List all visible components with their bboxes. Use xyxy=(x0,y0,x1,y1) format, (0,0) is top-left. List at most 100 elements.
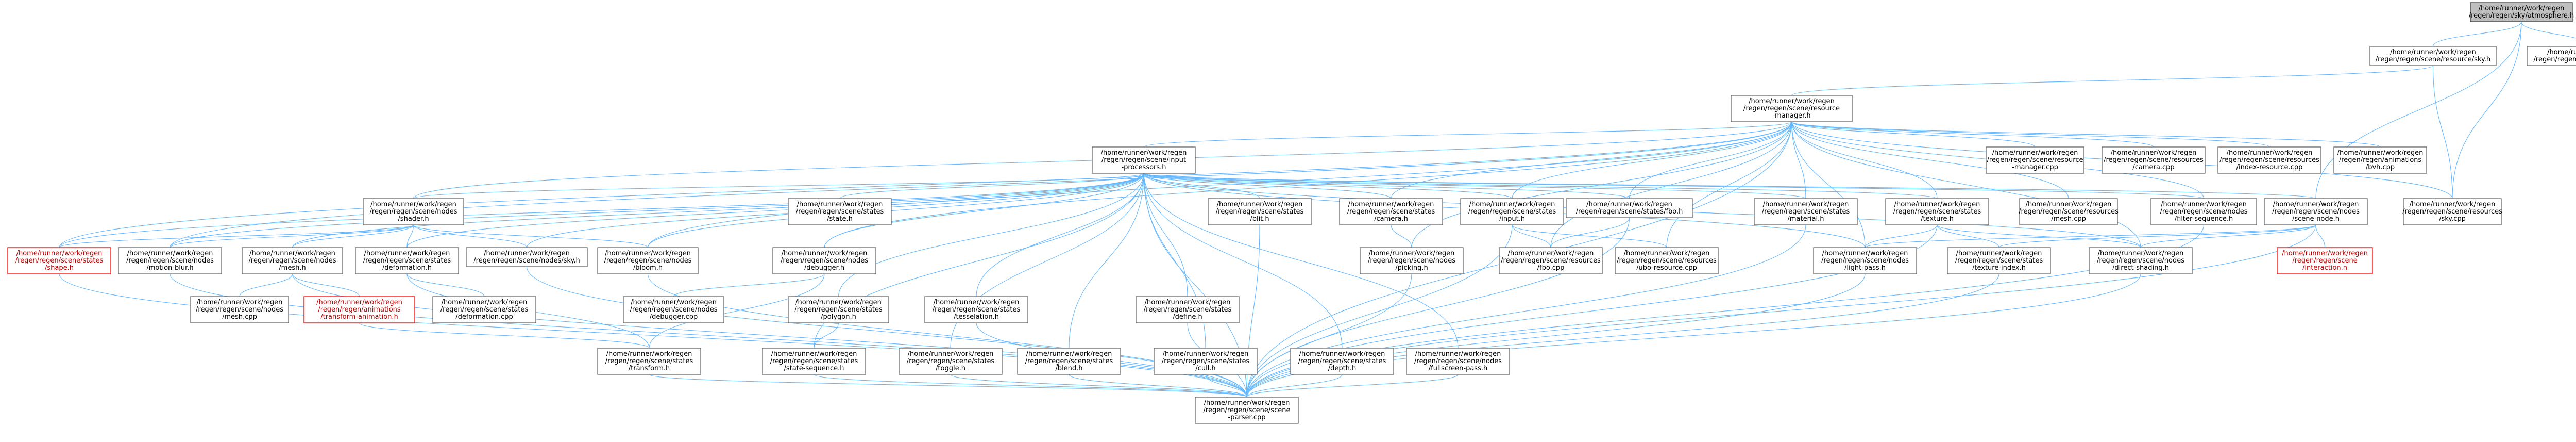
include-edge-ip_h-to-deform_h xyxy=(406,173,1144,248)
file-node-sky-h[interactable]: /home/runner/work/regen/regen/regen/scen… xyxy=(2369,46,2497,66)
file-node-label-line: /regen/regen/sky/atmosphere.h xyxy=(2469,12,2574,20)
file-node-debugger-h[interactable]: /home/runner/work/regen/regen/regen/scen… xyxy=(772,247,876,274)
include-edge-fbo_h-to-fbo_cpp xyxy=(1550,217,1630,248)
file-node-direct-h[interactable]: /home/runner/work/regen/regen/regen/scen… xyxy=(2089,247,2193,274)
file-node-debugger-cpp[interactable]: /home/runner/work/regen/regen/regen/scen… xyxy=(623,296,724,323)
file-node-ip-h[interactable]: /home/runner/work/regen/regen/regen/scen… xyxy=(1092,146,1196,174)
file-node-filter-h[interactable]: /home/runner/work/regen/regen/regen/scen… xyxy=(2150,198,2257,225)
file-node-rm-h[interactable]: /home/runner/work/regen/regen/regen/scen… xyxy=(1731,95,1853,122)
file-node-label-line: /home/runner/work/regen xyxy=(127,250,213,257)
include-edge-mesh_h-to-meshnode_cpp xyxy=(239,273,293,297)
file-node-fbo-cpp[interactable]: /home/runner/work/regen/regen/regen/scen… xyxy=(1499,247,1603,274)
file-node-st-state-h[interactable]: /home/runner/work/regen/regen/regen/scen… xyxy=(788,198,892,225)
file-node-idx-cpp[interactable]: /home/runner/work/regen/regen/regen/scen… xyxy=(2217,146,2321,174)
file-node-skynode-h[interactable]: /home/runner/work/regen/regen/regen/scen… xyxy=(466,247,588,267)
include-edge-ip_h-to-texture_h xyxy=(1143,173,1938,199)
file-node-label-line: /home/runner/work/regen xyxy=(249,250,335,257)
file-node-box xyxy=(242,247,343,274)
file-node-toggle-h[interactable]: /home/runner/work/regen/regen/regen/scen… xyxy=(899,348,1003,375)
file-node-label-line: /material.h xyxy=(1787,215,1824,223)
file-node-label-line: /regen/regen/scene/nodes xyxy=(1368,257,1455,265)
file-node-deform-cpp[interactable]: /home/runner/work/regen/regen/regen/scen… xyxy=(432,296,536,323)
include-edge-ip_h-to-input_h xyxy=(1143,173,1513,199)
file-node-label-line: /home/runner/work/regen xyxy=(1469,201,1555,208)
file-node-blit-h[interactable]: /home/runner/work/regen/regen/regen/scen… xyxy=(1208,198,1312,225)
file-node-cull-h[interactable]: /home/runner/work/regen/regen/regen/scen… xyxy=(1154,348,1258,375)
file-node-label-line: /direct-shading.h xyxy=(2112,264,2169,272)
file-node-shape-h[interactable]: /home/runner/work/regen/regen/regen/scen… xyxy=(7,247,111,274)
file-node-picking-h[interactable]: /home/runner/work/regen/regen/regen/scen… xyxy=(1360,247,1464,274)
file-node-atmo-cpp[interactable]: /home/runner/work/regen/regen/regen/sky/… xyxy=(2527,46,2576,66)
include-edge-polygon_h-to-stateseq_h xyxy=(814,322,839,349)
file-node-label-line: /regen/regen/scene/states xyxy=(794,306,883,314)
file-node-fullscreen-h[interactable]: /home/runner/work/regen/regen/regen/scen… xyxy=(1406,348,1510,375)
file-node-rm-cpp[interactable]: /home/runner/work/regen/regen/regen/scen… xyxy=(1986,146,2084,174)
include-edge-rm_h-to-motionblur_h xyxy=(170,121,1792,248)
file-node-parser-cpp[interactable]: /home/runner/work/regen/regen/regen/scen… xyxy=(1195,397,1299,424)
include-edge-rm_h-to-bloom_h xyxy=(647,121,1792,248)
file-node-mesh-h[interactable]: /home/runner/work/regen/regen/regen/scen… xyxy=(242,247,343,274)
file-node-bvh-cpp[interactable]: /home/runner/work/regen/regen/regen/anim… xyxy=(2333,146,2427,174)
file-node-label-line: /state.h xyxy=(827,215,853,223)
file-node-box xyxy=(899,348,1003,375)
file-node-box xyxy=(303,296,415,323)
file-node-material-h[interactable]: /home/runner/work/regen/regen/regen/scen… xyxy=(1754,198,1858,225)
file-node-box xyxy=(1092,146,1196,174)
include-edge-camera_h-to-picking_h xyxy=(1391,224,1412,248)
file-node-label-line: -manager.cpp xyxy=(2012,163,2058,171)
file-node-stateseq-h[interactable]: /home/runner/work/regen/regen/regen/scen… xyxy=(762,348,866,375)
file-node-label-line: /blend.h xyxy=(1055,365,1082,372)
include-edge-ip_h-to-filter_h xyxy=(1143,173,2205,199)
include-edge-ip_h-to-shape_h xyxy=(59,173,1144,248)
file-node-label-line: /home/runner/work/regen xyxy=(1586,201,1672,208)
file-node-bloom-h[interactable]: /home/runner/work/regen/regen/regen/scen… xyxy=(597,247,699,274)
file-node-define-h[interactable]: /home/runner/work/regen/regen/regen/scen… xyxy=(1136,296,1240,323)
file-node-box xyxy=(2150,198,2257,225)
file-node-label-line: /state-sequence.h xyxy=(784,365,844,372)
file-nodes: /home/runner/work/regen/regen/regen/sky/… xyxy=(7,2,2576,424)
file-node-label-line: /debugger.cpp xyxy=(650,313,698,321)
file-node-label-line: /home/runner/work/regen xyxy=(908,350,994,358)
file-node-input-h[interactable]: /home/runner/work/regen/regen/regen/scen… xyxy=(1460,198,1564,225)
file-node-label-line: /regen/regen/scene/nodes xyxy=(2160,208,2248,216)
file-node-box xyxy=(924,296,1028,323)
file-node-deform-h[interactable]: /home/runner/work/regen/regen/regen/scen… xyxy=(355,247,459,274)
file-node-scenenode-h[interactable]: /home/runner/work/regen/regen/regen/scen… xyxy=(2264,198,2368,225)
file-node-root[interactable]: /home/runner/work/regen/regen/regen/sky/… xyxy=(2469,2,2574,22)
include-edge-ip_h-to-fullscreen_h xyxy=(1143,173,1459,349)
include-edge-material_h-to-parser_cpp xyxy=(1246,224,1806,398)
include-edge-texture_h-to-lightpass_h xyxy=(1865,224,1938,248)
file-node-motionblur-h[interactable]: /home/runner/work/regen/regen/regen/scen… xyxy=(118,247,222,274)
file-node-lightpass-h[interactable]: /home/runner/work/regen/regen/regen/scen… xyxy=(1813,247,1917,274)
file-node-interaction-h[interactable]: /home/runner/work/regen/regen/regen/scen… xyxy=(2277,247,2373,274)
file-node-label-line: /regen/regen/animations xyxy=(2339,156,2422,164)
file-node-box xyxy=(2019,198,2118,225)
file-node-transform-h[interactable]: /home/runner/work/regen/regen/regen/scen… xyxy=(597,348,701,375)
file-node-fbo-h[interactable]: /home/runner/work/regen/regen/regen/scen… xyxy=(1566,198,1693,218)
file-node-box xyxy=(2277,247,2373,274)
file-node-box xyxy=(1017,348,1121,375)
file-node-ubo-cpp[interactable]: /home/runner/work/regen/regen/regen/scen… xyxy=(1615,247,1719,274)
file-node-polygon-h[interactable]: /home/runner/work/regen/regen/regen/scen… xyxy=(788,296,889,323)
file-node-label-line: /regen/regen/scene/states xyxy=(1216,208,1304,216)
include-edge-rm_h-to-direct_h xyxy=(1791,121,2141,248)
file-node-blend-h[interactable]: /home/runner/work/regen/regen/regen/scen… xyxy=(1017,348,1121,375)
file-node-box xyxy=(2217,146,2321,174)
include-edge-ip_h-to-blend_h xyxy=(1069,173,1144,349)
file-node-label-line: /home/runner/work/regen xyxy=(2227,149,2313,157)
file-node-cam-cpp[interactable]: /home/runner/work/regen/regen/regen/scen… xyxy=(2102,146,2206,174)
file-node-label-line: /home/runner/work/regen xyxy=(1624,250,1710,257)
file-node-transanim-h[interactable]: /home/runner/work/regen/regen/regen/anim… xyxy=(303,296,415,323)
file-node-texture-h[interactable]: /home/runner/work/regen/regen/regen/scen… xyxy=(1885,198,1989,225)
file-node-label-line: /home/runner/work/regen xyxy=(795,299,882,306)
file-node-box xyxy=(1947,247,2051,274)
file-node-meshnode-cpp[interactable]: /home/runner/work/regen/regen/regen/scen… xyxy=(190,296,289,323)
file-node-camera-h[interactable]: /home/runner/work/regen/regen/regen/scen… xyxy=(1339,198,1443,225)
file-node-box xyxy=(1360,247,1464,274)
file-node-depth-h[interactable]: /home/runner/work/regen/regen/regen/scen… xyxy=(1290,348,1394,375)
file-node-texidx-h[interactable]: /home/runner/work/regen/regen/regen/scen… xyxy=(1947,247,2051,274)
file-node-sky-cpp[interactable]: /home/runner/work/regen/regen/regen/scen… xyxy=(2402,198,2502,225)
file-node-mesh-cpp[interactable]: /home/runner/work/regen/regen/regen/scen… xyxy=(2019,198,2119,225)
file-node-shader-h[interactable]: /home/runner/work/regen/regen/regen/scen… xyxy=(363,198,464,225)
file-node-tess-h[interactable]: /home/runner/work/regen/regen/regen/scen… xyxy=(924,296,1028,323)
